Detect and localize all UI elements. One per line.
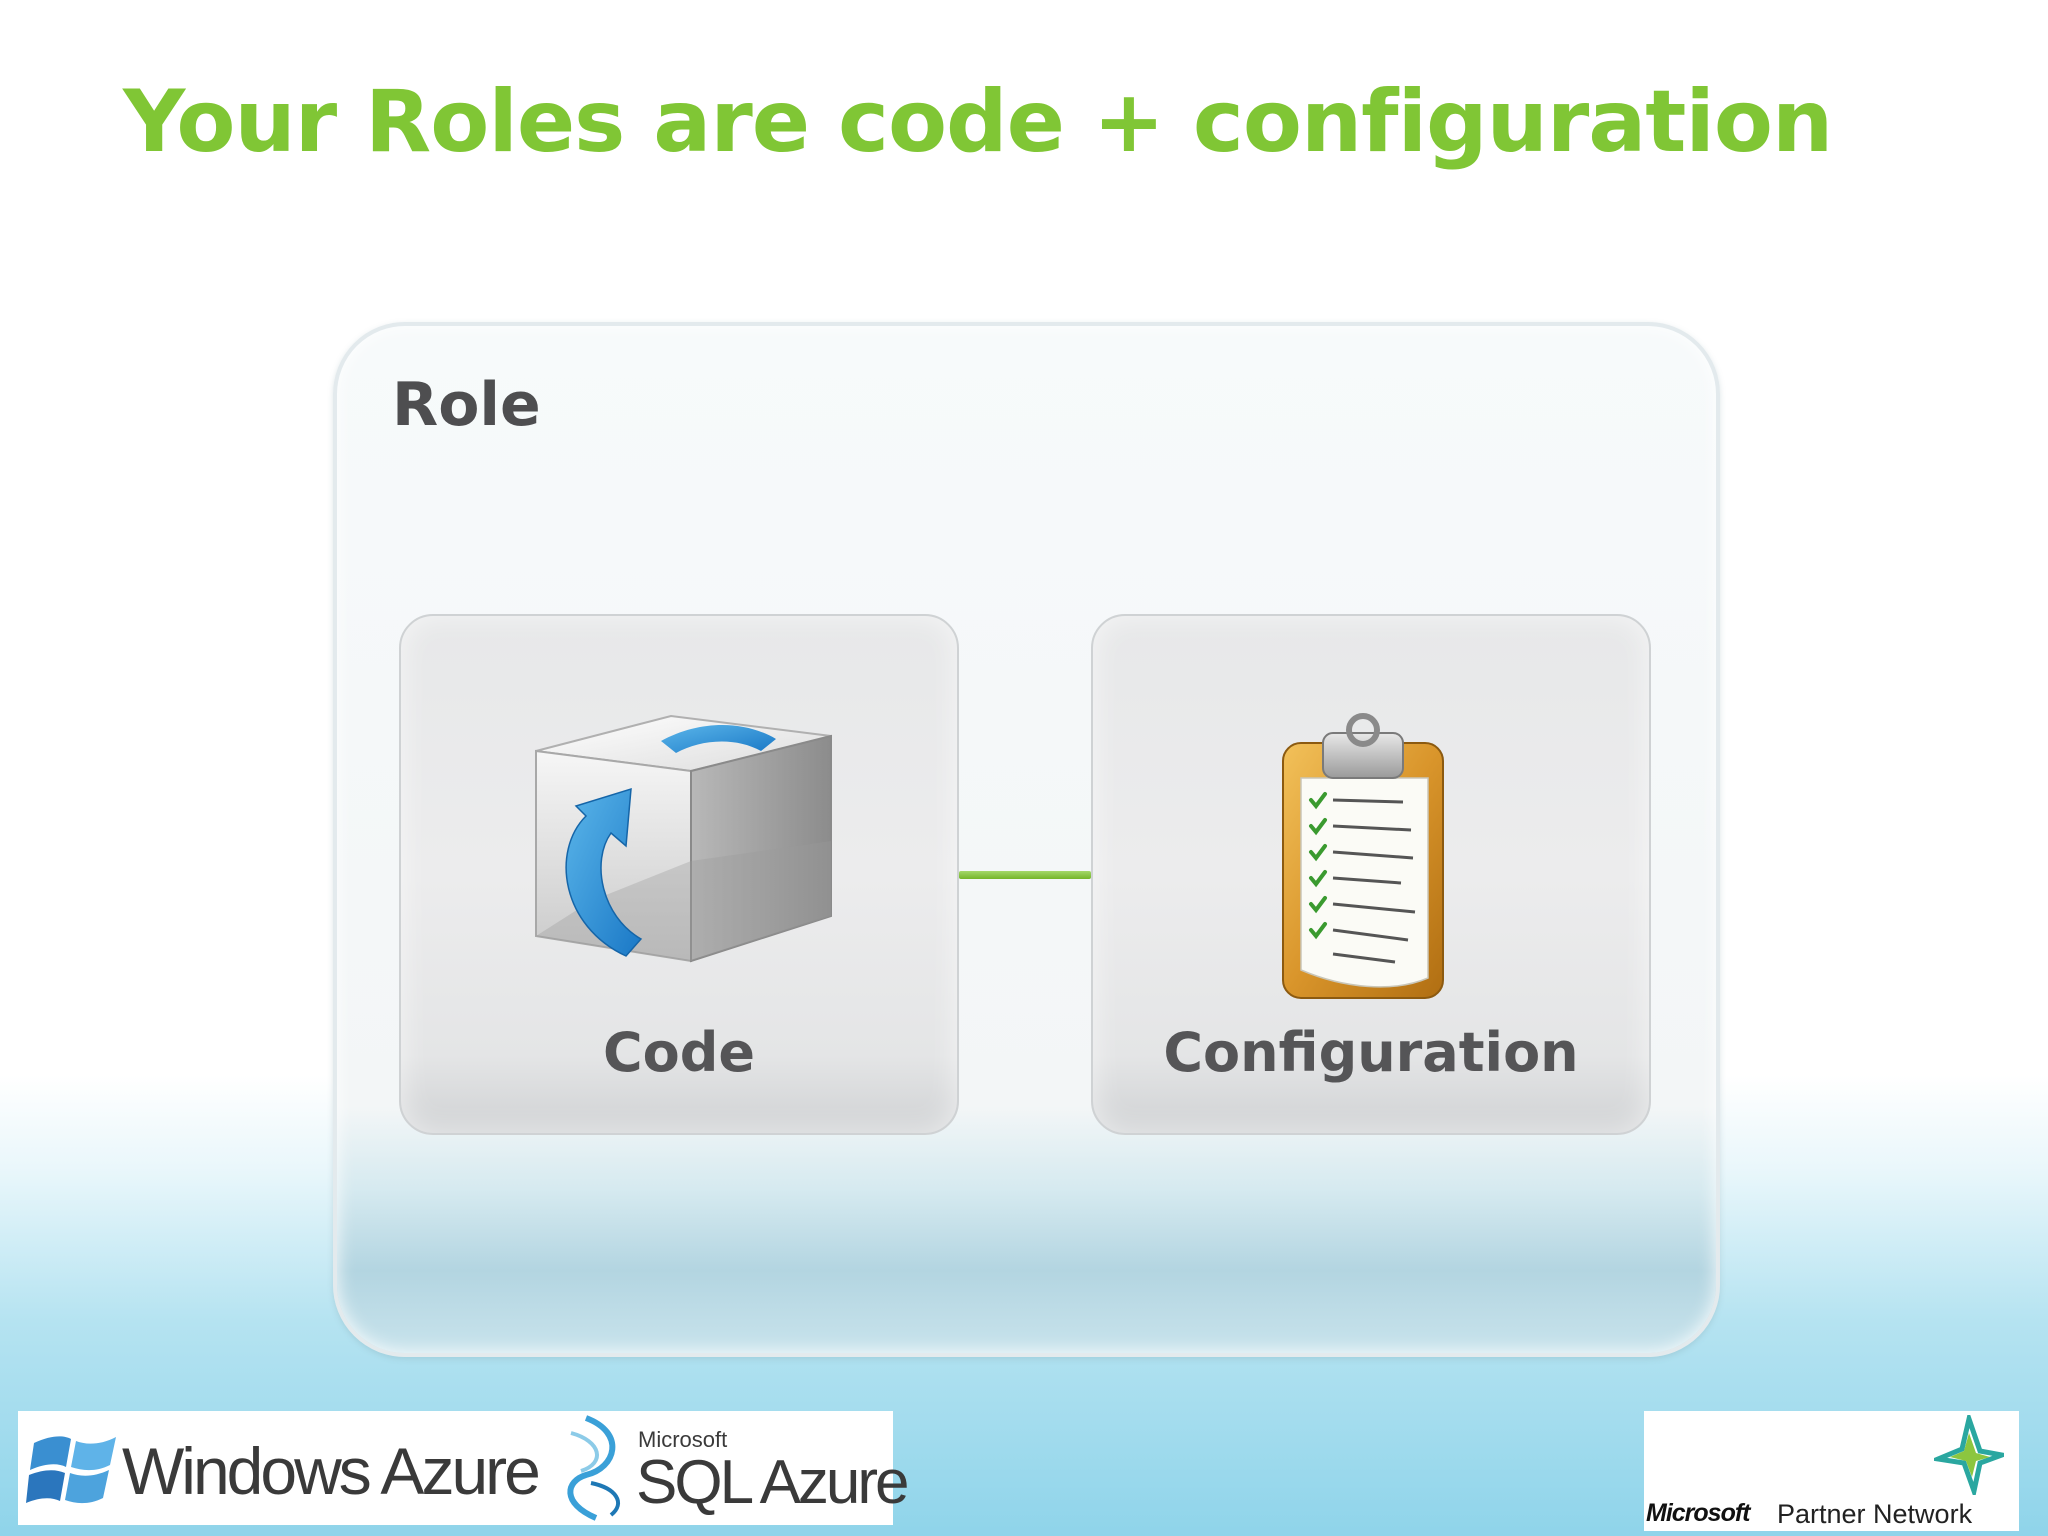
sql-azure-swirl-icon: [556, 1413, 636, 1523]
partner-network-text: Partner Network: [1777, 1499, 1972, 1530]
partner-network-star-icon: [1934, 1415, 2004, 1495]
role-label: Role: [392, 370, 541, 440]
configuration-card: Configuration: [1091, 614, 1651, 1135]
refresh-box-icon: [531, 711, 841, 1000]
windows-azure-sql-azure-logo: Windows Azure Microsoft SQL Azure: [18, 1411, 893, 1525]
microsoft-brand-text: Microsoft: [1646, 1499, 1750, 1528]
configuration-label: Configuration: [1093, 1021, 1649, 1084]
code-label: Code: [401, 1021, 957, 1084]
code-card: Code: [399, 614, 959, 1135]
clipboard-checklist-icon: [1263, 708, 1463, 1012]
microsoft-partner-network-logo: Microsoft Partner Network: [1644, 1411, 2019, 1531]
windows-flag-icon: [26, 1425, 121, 1510]
slide-title: Your Roles are code + configuration: [123, 72, 1832, 172]
code-config-connector: [959, 871, 1091, 879]
windows-azure-text: Windows Azure: [122, 1433, 538, 1509]
sql-azure-text: SQL Azure: [636, 1447, 907, 1518]
